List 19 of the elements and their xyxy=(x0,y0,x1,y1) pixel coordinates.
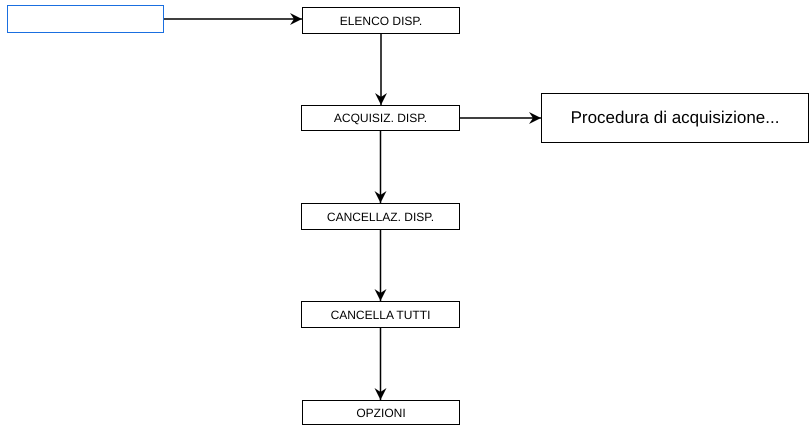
menu-box xyxy=(302,7,460,34)
menu-box xyxy=(301,301,460,328)
box-label: ACQUISIZ. DISP. xyxy=(334,111,428,125)
box-label: OPZIONI xyxy=(356,406,406,420)
box-label: ELENCO DISP. xyxy=(340,14,422,28)
box-label: CANCELLAZ. DISP. xyxy=(326,210,434,224)
box-label: CANCELLA TUTTI xyxy=(330,308,430,322)
arrow xyxy=(374,230,386,301)
empty-box xyxy=(7,5,164,33)
arrow xyxy=(375,34,387,105)
arrow xyxy=(164,13,302,25)
menu-box xyxy=(301,203,460,230)
arrow xyxy=(460,112,541,124)
arrow xyxy=(374,131,386,203)
menu-box xyxy=(541,93,809,143)
menu-box xyxy=(301,105,460,131)
menu-box xyxy=(302,400,460,425)
arrow xyxy=(374,328,386,400)
box-label: Procedura di acquisizione... xyxy=(570,108,780,128)
